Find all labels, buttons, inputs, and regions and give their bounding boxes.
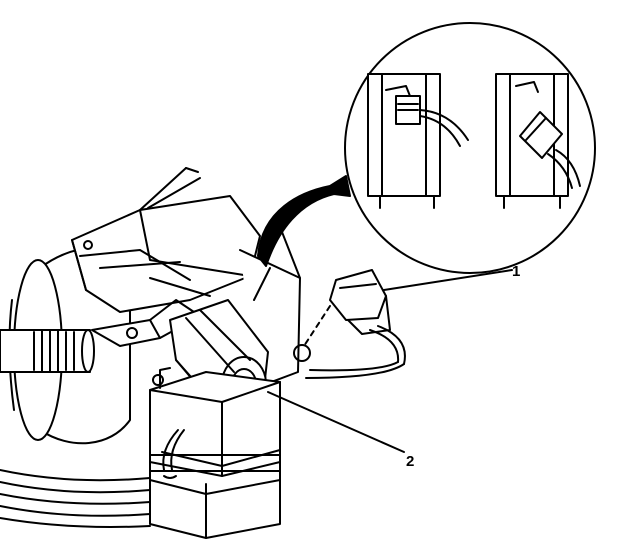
lower-wire-harness — [0, 429, 185, 528]
upper-wires — [139, 167, 201, 211]
callout-1-label: 1 — [512, 263, 520, 280]
lower-switch-assembly — [149, 367, 281, 539]
callout-1-leader — [383, 269, 513, 291]
detail-view-seated — [367, 73, 469, 209]
steering-shaft — [0, 329, 95, 373]
callout-2-leader — [267, 391, 405, 453]
lock-housing — [71, 195, 261, 313]
detail-inset — [344, 22, 596, 274]
install-guide-line — [303, 305, 331, 347]
switch-connector — [305, 269, 406, 379]
detail-arrow — [257, 175, 351, 267]
callout-2-label: 2 — [406, 453, 414, 470]
mounting-bracket — [91, 299, 201, 347]
detail-view-tilted — [495, 73, 581, 209]
